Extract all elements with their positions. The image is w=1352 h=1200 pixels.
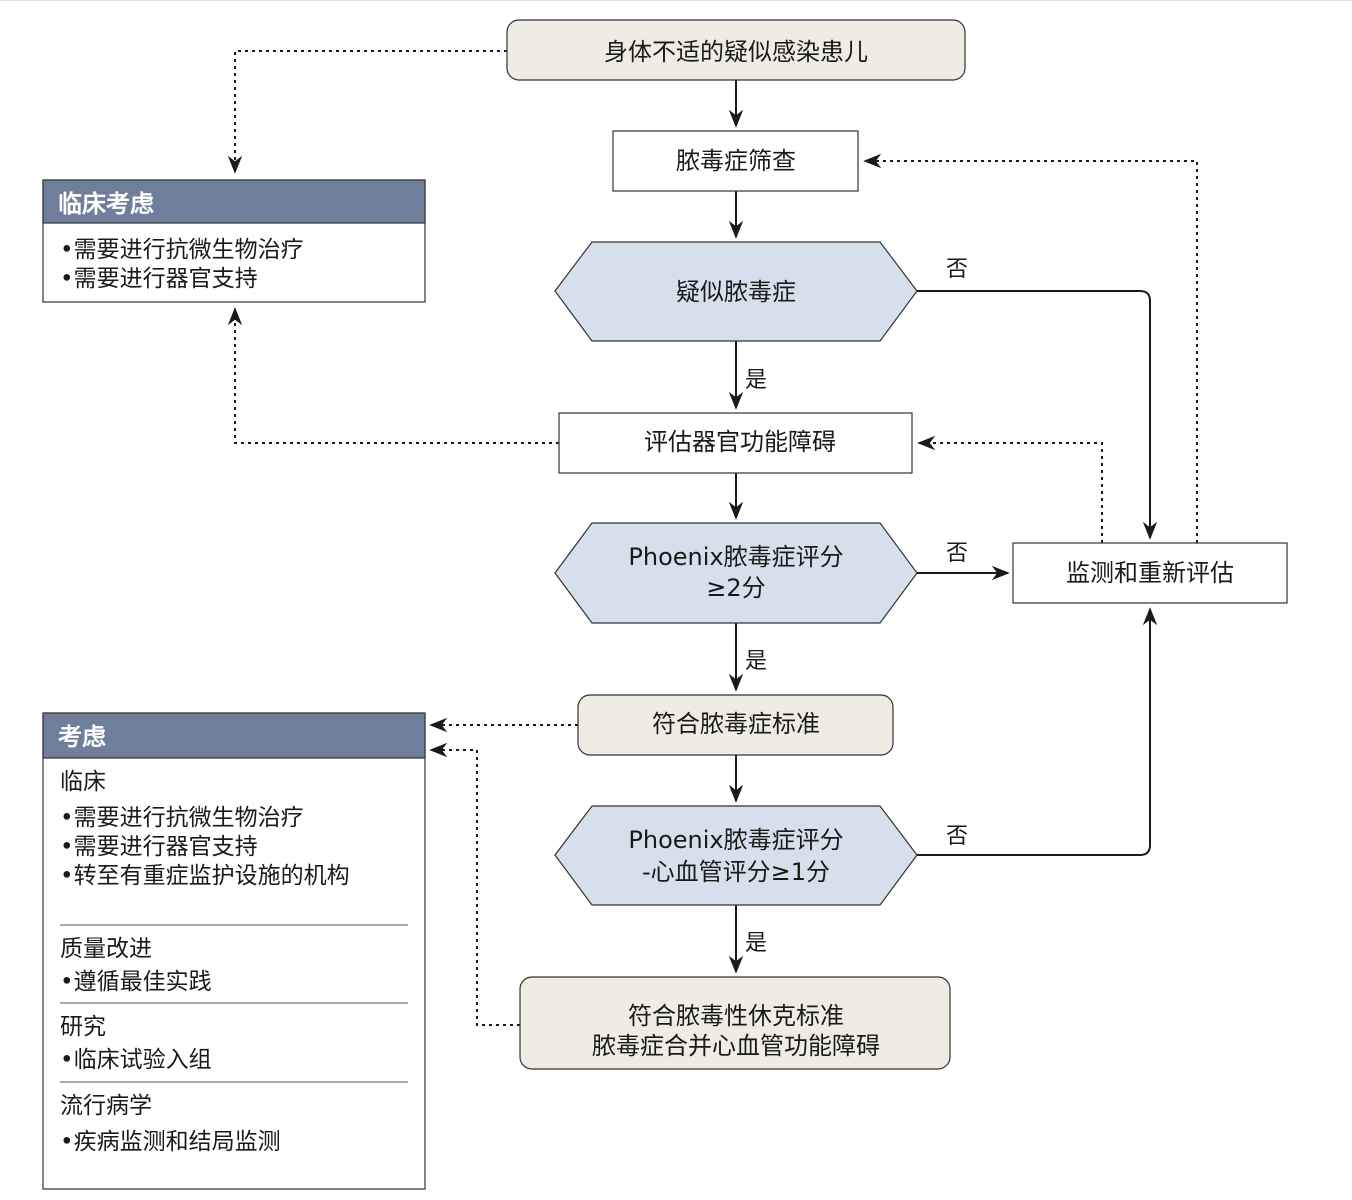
node-monitor-label: 监测和重新评估 <box>1066 559 1234 587</box>
section-item: •临床试验入组 <box>60 1047 212 1073</box>
node-shock-line2: 脓毒症合并心血管功能障碍 <box>592 1032 880 1060</box>
section-heading-epidemiology: 流行病学 <box>60 1093 152 1119</box>
section-item: •遵循最佳实践 <box>60 969 212 995</box>
clinical-considerations-box: 临床考虑 •需要进行抗微生物治疗 •需要进行器官支持 <box>42 179 426 303</box>
node-shock: 符合脓毒性休克标准 脓毒症合并心血管功能障碍 <box>519 976 951 1070</box>
section-item: •需要进行器官支持 <box>60 834 258 860</box>
considerations-box: 考虑 临床 •需要进行抗微生物治疗 •需要进行器官支持 •转至有重症监护设施的机… <box>42 712 426 1190</box>
edge-monitor-screening <box>863 153 1198 543</box>
label-no-2: 否 <box>946 541 968 566</box>
node-criteria-label: 符合脓毒症标准 <box>652 710 820 738</box>
edge-monitor-assess <box>917 435 1103 543</box>
node-assess-label: 评估器官功能障碍 <box>644 428 836 456</box>
node-phoenix1: Phoenix脓毒症评分 ≥2分 <box>554 522 918 624</box>
node-start: 身体不适的疑似感染患儿 <box>506 19 966 81</box>
node-suspected: 疑似脓毒症 <box>554 241 918 342</box>
node-phoenix1-line2: ≥2分 <box>706 574 765 602</box>
section-item: •需要进行抗微生物治疗 <box>60 805 304 831</box>
section-heading-quality: 质量改进 <box>60 936 152 962</box>
node-shock-line1: 符合脓毒性休克标准 <box>628 1002 844 1030</box>
node-criteria: 符合脓毒症标准 <box>577 694 894 756</box>
node-phoenix2-line1: Phoenix脓毒症评分 <box>628 826 843 854</box>
node-phoenix2-line2: -心血管评分≥1分 <box>642 858 830 886</box>
label-no-3: 否 <box>946 824 968 849</box>
label-yes-3: 是 <box>745 931 767 956</box>
clinical-box-title: 临床考虑 <box>58 189 154 218</box>
node-screening: 脓毒症筛查 <box>612 130 859 192</box>
node-assess: 评估器官功能障碍 <box>558 412 913 474</box>
label-yes-2: 是 <box>745 649 767 674</box>
node-phoenix2: Phoenix脓毒症评分 -心血管评分≥1分 <box>554 805 918 906</box>
edge-phoenix2-monitor <box>917 607 1158 856</box>
edge-shock-considerations <box>429 742 520 1026</box>
node-start-label: 身体不适的疑似感染患儿 <box>604 38 868 66</box>
considerations-box-title: 考虑 <box>58 722 106 751</box>
edge-start-clinical <box>227 50 507 174</box>
clinical-box-item: •需要进行器官支持 <box>60 266 258 292</box>
solid-edges <box>728 80 1158 974</box>
label-yes-1: 是 <box>745 368 767 393</box>
section-item: •转至有重症监护设施的机构 <box>60 863 350 889</box>
dotted-edges <box>227 50 1198 1026</box>
node-monitor: 监测和重新评估 <box>1012 542 1288 604</box>
node-screening-label: 脓毒症筛查 <box>676 147 796 175</box>
node-suspected-label: 疑似脓毒症 <box>676 278 796 306</box>
label-no-1: 否 <box>946 257 968 282</box>
section-heading-clinical: 临床 <box>60 769 106 795</box>
clinical-box-item: •需要进行抗微生物治疗 <box>60 237 304 263</box>
section-heading-research: 研究 <box>60 1014 106 1040</box>
section-item: •疾病监测和结局监测 <box>60 1129 281 1155</box>
edge-suspected-monitor <box>917 290 1158 540</box>
node-phoenix1-line1: Phoenix脓毒症评分 <box>628 543 843 571</box>
edge-assess-clinical <box>227 307 559 444</box>
